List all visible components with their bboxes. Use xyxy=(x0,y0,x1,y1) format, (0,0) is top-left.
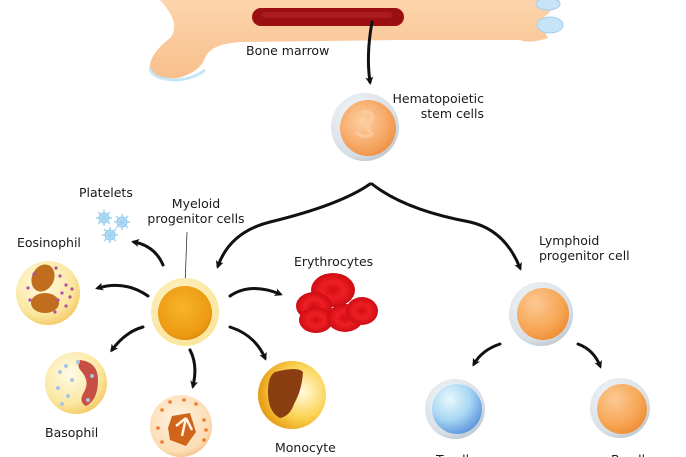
neutrophil-cell xyxy=(150,395,212,457)
arrow-to-monocyte xyxy=(228,325,267,361)
lymphoid-label-line1: Lymphoid xyxy=(539,233,600,248)
arrow-marrow-to-stem xyxy=(365,20,374,85)
eosinophil-cell xyxy=(16,261,80,325)
stem-cells-label-line1: Hematopoietic xyxy=(392,91,484,106)
arrow-stem-to-lymphoid xyxy=(370,182,522,271)
myeloid-label-line1: Myeloid xyxy=(171,196,221,211)
lymphoid-progenitor-cell xyxy=(509,282,573,346)
arrow-to-platelets xyxy=(131,239,165,267)
monocyte-cell xyxy=(258,361,326,429)
lymphoid-progenitor-label: Lymphoid progenitor cell xyxy=(539,233,630,263)
erythrocytes-cluster xyxy=(296,273,378,333)
platelets-label: Platelets xyxy=(79,185,133,200)
myeloid-progenitor-label: Myeloid progenitor cells xyxy=(141,196,251,226)
arrow-to-basophil xyxy=(110,325,145,353)
platelets xyxy=(96,210,130,243)
t-cell-label: T cell xyxy=(436,452,469,457)
myeloid-progenitor-cell xyxy=(151,231,219,346)
basophil-label: Basophil xyxy=(45,425,99,440)
eosinophil-label: Eosinophil xyxy=(17,235,81,250)
t-cell xyxy=(425,379,485,439)
stem-cells-label-line2: stem cells xyxy=(420,106,484,121)
arrow-to-t-cell xyxy=(472,342,502,367)
stem-cells-label: Hematopoietic stem cells xyxy=(380,91,484,121)
b-cell xyxy=(590,378,650,438)
arrow-stem-to-myeloid xyxy=(215,182,372,269)
arrow-to-erythrocytes xyxy=(228,287,283,298)
arrow-to-eosinophil xyxy=(95,282,150,298)
arrows xyxy=(95,20,602,389)
monocyte-label: Monocyte xyxy=(275,440,336,455)
arrow-to-b-cell xyxy=(576,342,602,369)
myeloid-label-line2: progenitor cells xyxy=(147,211,245,226)
erythrocytes-label: Erythrocytes xyxy=(294,254,374,269)
bone-marrow-label: Bone marrow xyxy=(246,43,330,58)
basophil-cell xyxy=(45,352,107,414)
bone-illustration xyxy=(148,0,564,82)
arrow-to-neutrophil xyxy=(188,348,199,389)
lymphoid-label-line2: progenitor cell xyxy=(539,248,630,263)
stem-cell xyxy=(331,93,399,161)
b-cell-label: B cell xyxy=(611,452,645,457)
